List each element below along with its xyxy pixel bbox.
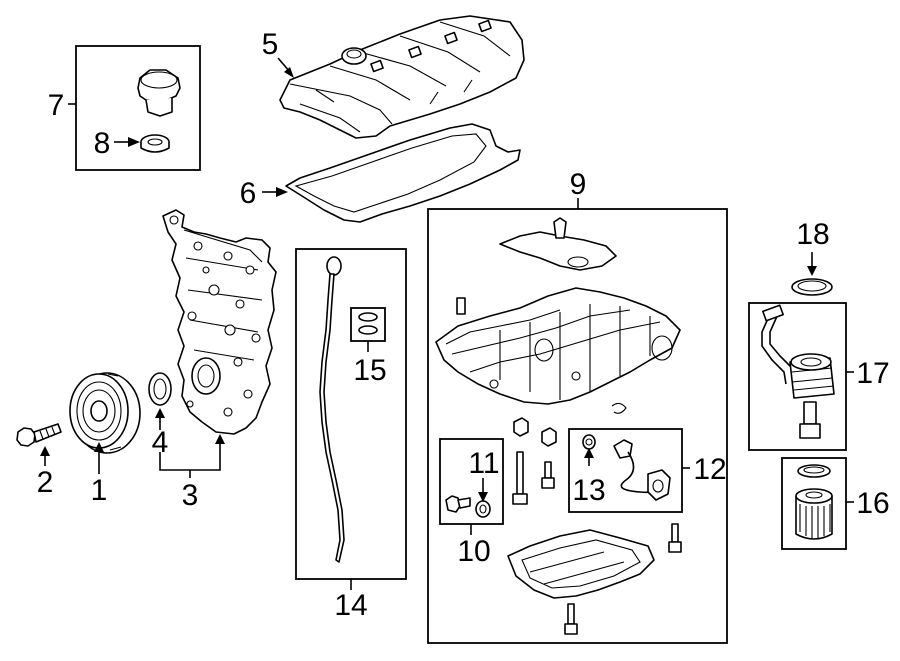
callout-15: 15 — [353, 354, 386, 387]
oil-level-sensor-icon[interactable] — [613, 439, 671, 501]
callout-2: 2 — [37, 466, 54, 499]
timing-cover-icon[interactable] — [162, 209, 277, 435]
sensor-group-box — [568, 428, 683, 513]
leader-lines — [40, 57, 854, 590]
filler-cap-group-box — [75, 45, 201, 171]
valve-cover-gasket-icon[interactable] — [285, 123, 521, 223]
crankshaft-pulley-bolt-icon[interactable] — [16, 423, 62, 447]
crankshaft-pulley-icon[interactable] — [69, 372, 141, 454]
callout-5: 5 — [262, 28, 279, 61]
callout-1: 1 — [91, 474, 108, 507]
oil-filler-cap-icon[interactable] — [137, 69, 181, 117]
valve-cover-icon[interactable] — [279, 15, 525, 139]
callout-12: 12 — [693, 453, 726, 486]
oil-dipstick-icon[interactable] — [319, 256, 345, 563]
dipstick-seal-icon[interactable] — [358, 312, 378, 335]
dipstick-group-box — [295, 248, 407, 580]
callout-9: 9 — [570, 168, 587, 201]
callout-11: 11 — [468, 447, 499, 480]
callout-14: 14 — [334, 589, 367, 622]
drain-plug-gasket-icon[interactable] — [475, 500, 491, 518]
oil-filter-icon[interactable] — [795, 464, 833, 540]
callout-3: 3 — [182, 479, 199, 512]
drain-plug-icon[interactable] — [445, 495, 471, 513]
oil-cooler-group-box — [748, 302, 847, 451]
lower-oil-pan-icon[interactable] — [507, 529, 655, 599]
callout-8: 8 — [94, 127, 111, 160]
callout-6: 6 — [240, 177, 257, 210]
cooler-seal-icon[interactable] — [791, 278, 833, 296]
pan-bolt-icon[interactable] — [512, 417, 682, 635]
callout-18: 18 — [796, 218, 829, 251]
callout-4: 4 — [152, 426, 169, 459]
crank-seal-icon[interactable] — [148, 372, 172, 406]
callout-13: 13 — [572, 474, 605, 507]
oil-pan-icon[interactable] — [435, 217, 681, 414]
callout-17: 17 — [856, 357, 889, 390]
callout-16: 16 — [856, 487, 889, 520]
sensor-seal-icon[interactable] — [582, 434, 596, 450]
callout-10: 10 — [457, 535, 490, 568]
oil-filter-group-box — [781, 457, 847, 550]
oil-cooler-icon[interactable] — [761, 304, 835, 439]
callout-7: 7 — [48, 89, 65, 122]
cap-seal-icon[interactable] — [140, 134, 170, 153]
